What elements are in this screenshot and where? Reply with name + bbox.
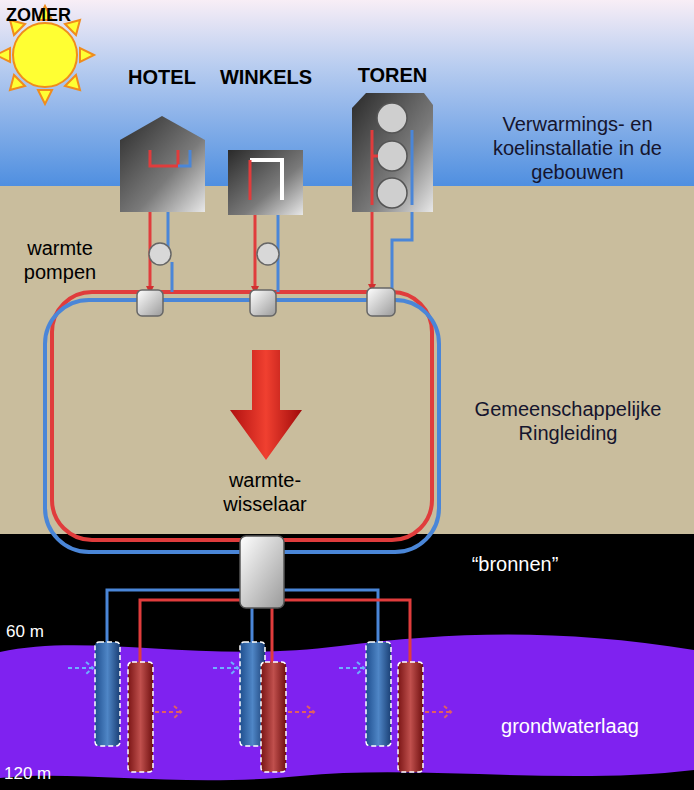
heat-pump-label: warmte pompen bbox=[4, 236, 116, 284]
shops-building: WINKELS bbox=[215, 66, 317, 216]
wells-label: “bronnen” bbox=[455, 552, 575, 576]
heat-exchanger-label: warmte- wisselaar bbox=[190, 468, 340, 516]
ring-pipe-label: Gemeenschappelijke Ringleiding bbox=[450, 397, 686, 445]
installation-note: Verwarmings- en koelinstallatie in de ge… bbox=[470, 112, 685, 184]
building-name: WINKELS bbox=[215, 66, 317, 89]
aquifer-label: grondwaterlaag bbox=[465, 714, 675, 738]
diagram-title: ZOMER bbox=[6, 5, 71, 27]
depth-label: 120 m bbox=[4, 764, 74, 784]
building-name: TOREN bbox=[345, 64, 440, 87]
building-name: HOTEL bbox=[112, 66, 212, 89]
tower-building: TOREN bbox=[345, 64, 440, 214]
depth-label: 60 m bbox=[6, 622, 76, 642]
hotel-building: HOTEL bbox=[112, 66, 212, 214]
